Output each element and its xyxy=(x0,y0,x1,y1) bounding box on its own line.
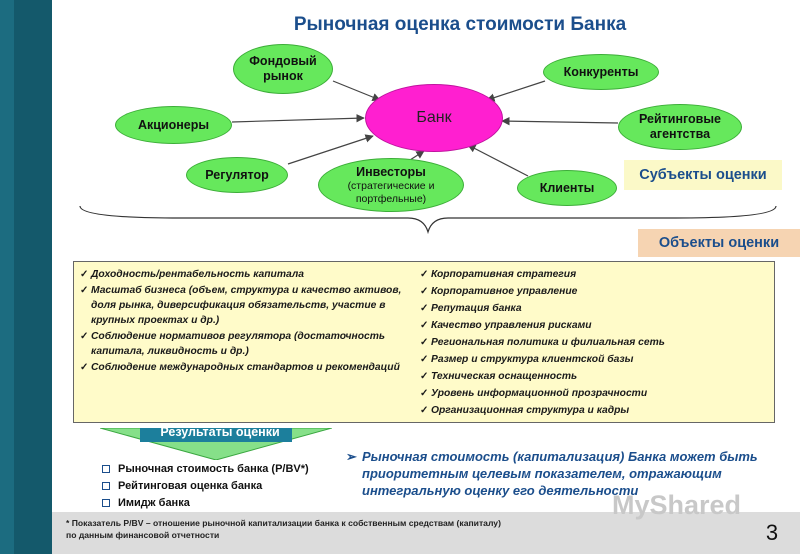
check-icon: ✓ xyxy=(420,354,429,365)
results-label: Результаты оценки xyxy=(160,425,280,439)
objects-list-right: ✓Корпоративная стратегия ✓Корпоративное … xyxy=(420,267,770,420)
bottom-bar xyxy=(52,512,800,554)
check-icon: ✓ xyxy=(420,303,429,314)
check-icon: ✓ xyxy=(420,269,429,280)
node-reitingovye-label: Рейтинговые агентства xyxy=(638,112,721,141)
arrow-bullet-icon: ➢ xyxy=(346,449,357,464)
check-icon: ✓ xyxy=(80,285,89,296)
list-item: ✓Техническая оснащенность xyxy=(420,371,578,382)
subjects-label: Субъекты оценки xyxy=(624,160,782,190)
node-klienty: Клиенты xyxy=(517,170,617,206)
footnote: * Показатель P/BV – отношение рыночной к… xyxy=(66,518,501,540)
arrow-reitingovye xyxy=(501,116,619,126)
arrow-klienty xyxy=(467,144,529,177)
node-klienty-label: Клиенты xyxy=(539,180,595,195)
node-regulyator-label: Регулятор xyxy=(205,167,269,182)
node-investory-sublabel: (стратегические и портфельные) xyxy=(347,179,435,205)
check-icon: ✓ xyxy=(80,269,89,280)
arrow-fondovy xyxy=(332,80,381,102)
check-icon: ✓ xyxy=(420,337,429,348)
node-aktsionery-label: Акционеры xyxy=(137,117,210,132)
node-konkurenty: Конкуренты xyxy=(543,54,659,90)
objects-label: Объекты оценки xyxy=(638,229,800,257)
list-item: ✓Качество управления рисками xyxy=(420,320,592,331)
node-reitingovye: Рейтинговые агентства xyxy=(618,104,742,150)
list-item: Рейтинговая оценка банка xyxy=(102,478,309,495)
list-item: ✓Соблюдение нормативов регулятора (доста… xyxy=(80,331,386,357)
list-item: ✓Доходность/рентабельность капитала xyxy=(80,269,304,280)
bank-node: Банк xyxy=(365,84,503,152)
page-number: 3 xyxy=(765,520,779,545)
objects-box: ✓Доходность/рентабельность капитала ✓Мас… xyxy=(73,261,775,423)
results-list: Рыночная стоимость банка (P/BV*) Рейтинг… xyxy=(102,461,309,512)
list-item: ✓Организационная структура и кадры xyxy=(420,405,630,416)
list-item: Рыночная стоимость банка (P/BV*) xyxy=(102,461,309,478)
node-fondovy-rynok-label: Фондовый рынок xyxy=(249,54,317,83)
square-bullet-icon xyxy=(102,499,110,507)
list-item: ✓Соблюдение международных стандартов и р… xyxy=(80,362,400,373)
list-item: ✓Репутация банка xyxy=(420,303,522,314)
list-item: ✓Уровень информационной прозрачности xyxy=(420,388,648,399)
check-icon: ✓ xyxy=(420,405,429,416)
node-fondovy-rynok: Фондовый рынок xyxy=(233,44,333,94)
node-investory-label: Инвесторы xyxy=(356,164,426,179)
node-konkurenty-label: Конкуренты xyxy=(563,64,639,79)
list-item: ✓Корпоративная стратегия xyxy=(420,269,577,280)
check-icon: ✓ xyxy=(420,388,429,399)
list-item: ✓Региональная политика и филиальная сеть xyxy=(420,337,665,348)
check-icon: ✓ xyxy=(420,371,429,382)
arrow-konkurenty xyxy=(486,80,546,102)
square-bullet-icon xyxy=(102,465,110,473)
page-title: Рыночная оценка стоимости Банка xyxy=(293,14,627,35)
check-icon: ✓ xyxy=(80,331,89,342)
node-regulyator: Регулятор xyxy=(186,157,288,193)
arrow-regulyator xyxy=(287,134,374,165)
check-icon: ✓ xyxy=(420,320,429,331)
objects-list-left: ✓Доходность/рентабельность капитала ✓Мас… xyxy=(80,267,412,376)
list-item: ✓Масштаб бизнеса (объем, структура и кач… xyxy=(80,285,402,326)
grouping-brace xyxy=(79,205,777,235)
sidebar-stripe xyxy=(0,0,14,554)
node-investory: Инвесторы (стратегические и портфельные) xyxy=(318,158,464,212)
node-aktsionery: Акционеры xyxy=(115,106,232,144)
list-item: ✓Корпоративное управление xyxy=(420,286,578,297)
statement: ➢ Рыночная стоимость (капитализация) Бан… xyxy=(346,448,786,499)
watermark-logo: MyShared xyxy=(612,490,742,520)
list-item: ✓Размер и структура клиентской базы xyxy=(420,354,634,365)
statement-text: Рыночная стоимость (капитализация) Банка… xyxy=(362,449,758,498)
check-icon: ✓ xyxy=(80,362,89,373)
arrow-aktsionery xyxy=(231,114,365,123)
list-item: Имидж банка xyxy=(102,495,309,512)
check-icon: ✓ xyxy=(420,286,429,297)
results-arrow-shape xyxy=(100,428,332,460)
left-sidebar xyxy=(0,0,52,554)
square-bullet-icon xyxy=(102,482,110,490)
